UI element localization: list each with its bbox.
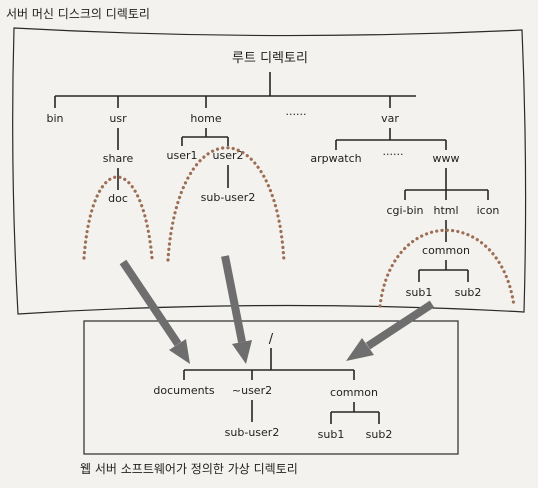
node-usr: usr — [109, 112, 127, 125]
node-user1: user1 — [167, 149, 198, 162]
arrow-common-to-virtual-common — [346, 300, 435, 361]
server-disk-title: 서버 머신 디스크의 디렉토리 — [6, 7, 150, 21]
node-www: www — [433, 152, 460, 165]
usr-doc-dotted-arc — [82, 175, 154, 260]
web-node-sub-user2: sub-user2 — [225, 426, 280, 439]
web-node-sub2: sub2 — [366, 428, 393, 441]
node-sub2: sub2 — [455, 286, 482, 299]
web-node-documents: documents — [153, 384, 214, 397]
web-root-node: / — [269, 332, 274, 347]
node-sub1: sub1 — [406, 286, 433, 299]
server-disk-frame — [12, 27, 527, 315]
web-node-common: common — [330, 386, 378, 399]
node-bin: bin — [46, 112, 63, 125]
web-node-sub1: sub1 — [318, 428, 345, 441]
node-icon: icon — [477, 204, 500, 217]
node-var: var — [381, 112, 399, 125]
web-virtual-caption: 웹 서버 소프트웨어가 정의한 가상 디렉토리 — [80, 462, 298, 476]
node-ellipsis-var: ······ — [383, 148, 404, 161]
arrow-doc-to-documents — [119, 259, 190, 364]
node-html: html — [433, 204, 458, 217]
node-user2: user2 — [213, 149, 244, 162]
common-dotted-arc — [378, 228, 516, 308]
user2-dotted-arc — [166, 146, 286, 264]
node-ellipsis-top: ······ — [286, 108, 307, 121]
node-arpwatch: arpwatch — [310, 152, 361, 165]
node-doc: doc — [108, 192, 128, 205]
arrow-user2-to-virtual-user2 — [221, 255, 252, 364]
node-cgi-bin: cgi-bin — [386, 204, 423, 217]
node-share: share — [103, 152, 134, 165]
node-common: common — [422, 244, 470, 257]
node-sub-user2: sub-user2 — [201, 191, 256, 204]
root-directory-label: 루트 디렉토리 — [232, 51, 308, 66]
web-virtual-frame — [83, 320, 459, 455]
web-node-user2: ~user2 — [232, 384, 272, 397]
node-home: home — [190, 112, 221, 125]
